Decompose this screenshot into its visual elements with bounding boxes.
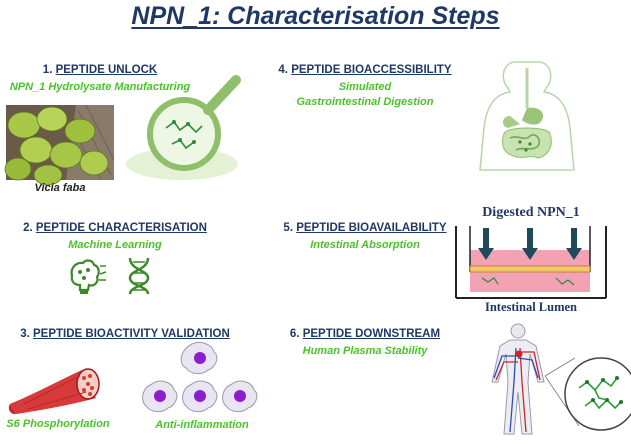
step-4-title: PEPTIDE BIOACCESSIBILITY xyxy=(291,64,452,76)
digestive-system-icon xyxy=(479,61,575,171)
step-5-title: PEPTIDE BIOAVAILABILITY xyxy=(296,222,447,234)
step-4-subtitle-line-2: Gastrointestinal Digestion xyxy=(296,96,434,108)
circulatory-system-icon xyxy=(491,323,545,435)
step-2-heading: 2. PEPTIDE CHARACTERISATION xyxy=(0,222,230,234)
immune-cell-icon xyxy=(142,341,258,413)
intestinal-lumen-label: Intestinal Lumen xyxy=(484,300,578,314)
step-4-heading: 4. PEPTIDE BIOACCESSIBILITY xyxy=(250,64,480,76)
brain-network-icon xyxy=(70,259,107,294)
step-3-title: PEPTIDE BIOACTIVITY VALIDATION xyxy=(33,328,230,340)
step-2-number: 2. xyxy=(23,222,33,234)
step-3-number: 3. xyxy=(20,328,30,340)
step-4-subtitle-line-1: Simulated xyxy=(338,81,392,93)
digested-npn1-label: Digested NPN_1 xyxy=(482,205,580,220)
step-3-heading: 3. PEPTIDE BIOACTIVITY VALIDATION xyxy=(0,328,250,340)
step-1-title: PEPTIDE UNLOCK xyxy=(55,64,158,76)
step-5-number: 5. xyxy=(283,222,294,234)
fava-beans-photo xyxy=(4,104,115,186)
magnifying-glass-icon xyxy=(126,75,241,180)
step-5-subtitle: Intestinal Absorption xyxy=(310,239,420,251)
s6-phosphorylation-caption: S6 Phosphorylation xyxy=(6,418,110,430)
step-4-number: 4. xyxy=(278,64,288,76)
vicia-faba-caption: Vicia faba xyxy=(34,182,86,194)
step-5-heading: 5. PEPTIDE BIOAVAILABILITY xyxy=(250,222,480,234)
step-6-number: 6. xyxy=(289,328,300,340)
anti-inflammation-caption: Anti-inflammation xyxy=(155,419,249,431)
step-1-heading: 1. PEPTIDE UNLOCK xyxy=(0,64,200,76)
step-2-subtitle: Machine Learning xyxy=(68,239,162,251)
muscle-fiber-icon xyxy=(8,368,100,415)
transwell-diagram xyxy=(455,226,607,299)
step-6-title: PEPTIDE DOWNSTREAM xyxy=(302,328,441,340)
dna-icon xyxy=(128,257,150,295)
peptide-structure-icon xyxy=(544,357,631,431)
step-2-title: PEPTIDE CHARACTERISATION xyxy=(35,222,207,234)
step-1-number: 1. xyxy=(42,64,53,76)
step-6-subtitle: Human Plasma Stability xyxy=(302,345,428,357)
page-title: NPN_1: Characterisation Steps xyxy=(131,2,500,30)
step-6-heading: 6. PEPTIDE DOWNSTREAM xyxy=(250,328,480,340)
step-1-subtitle: NPN_1 Hydrolysate Manufacturing xyxy=(9,81,191,93)
